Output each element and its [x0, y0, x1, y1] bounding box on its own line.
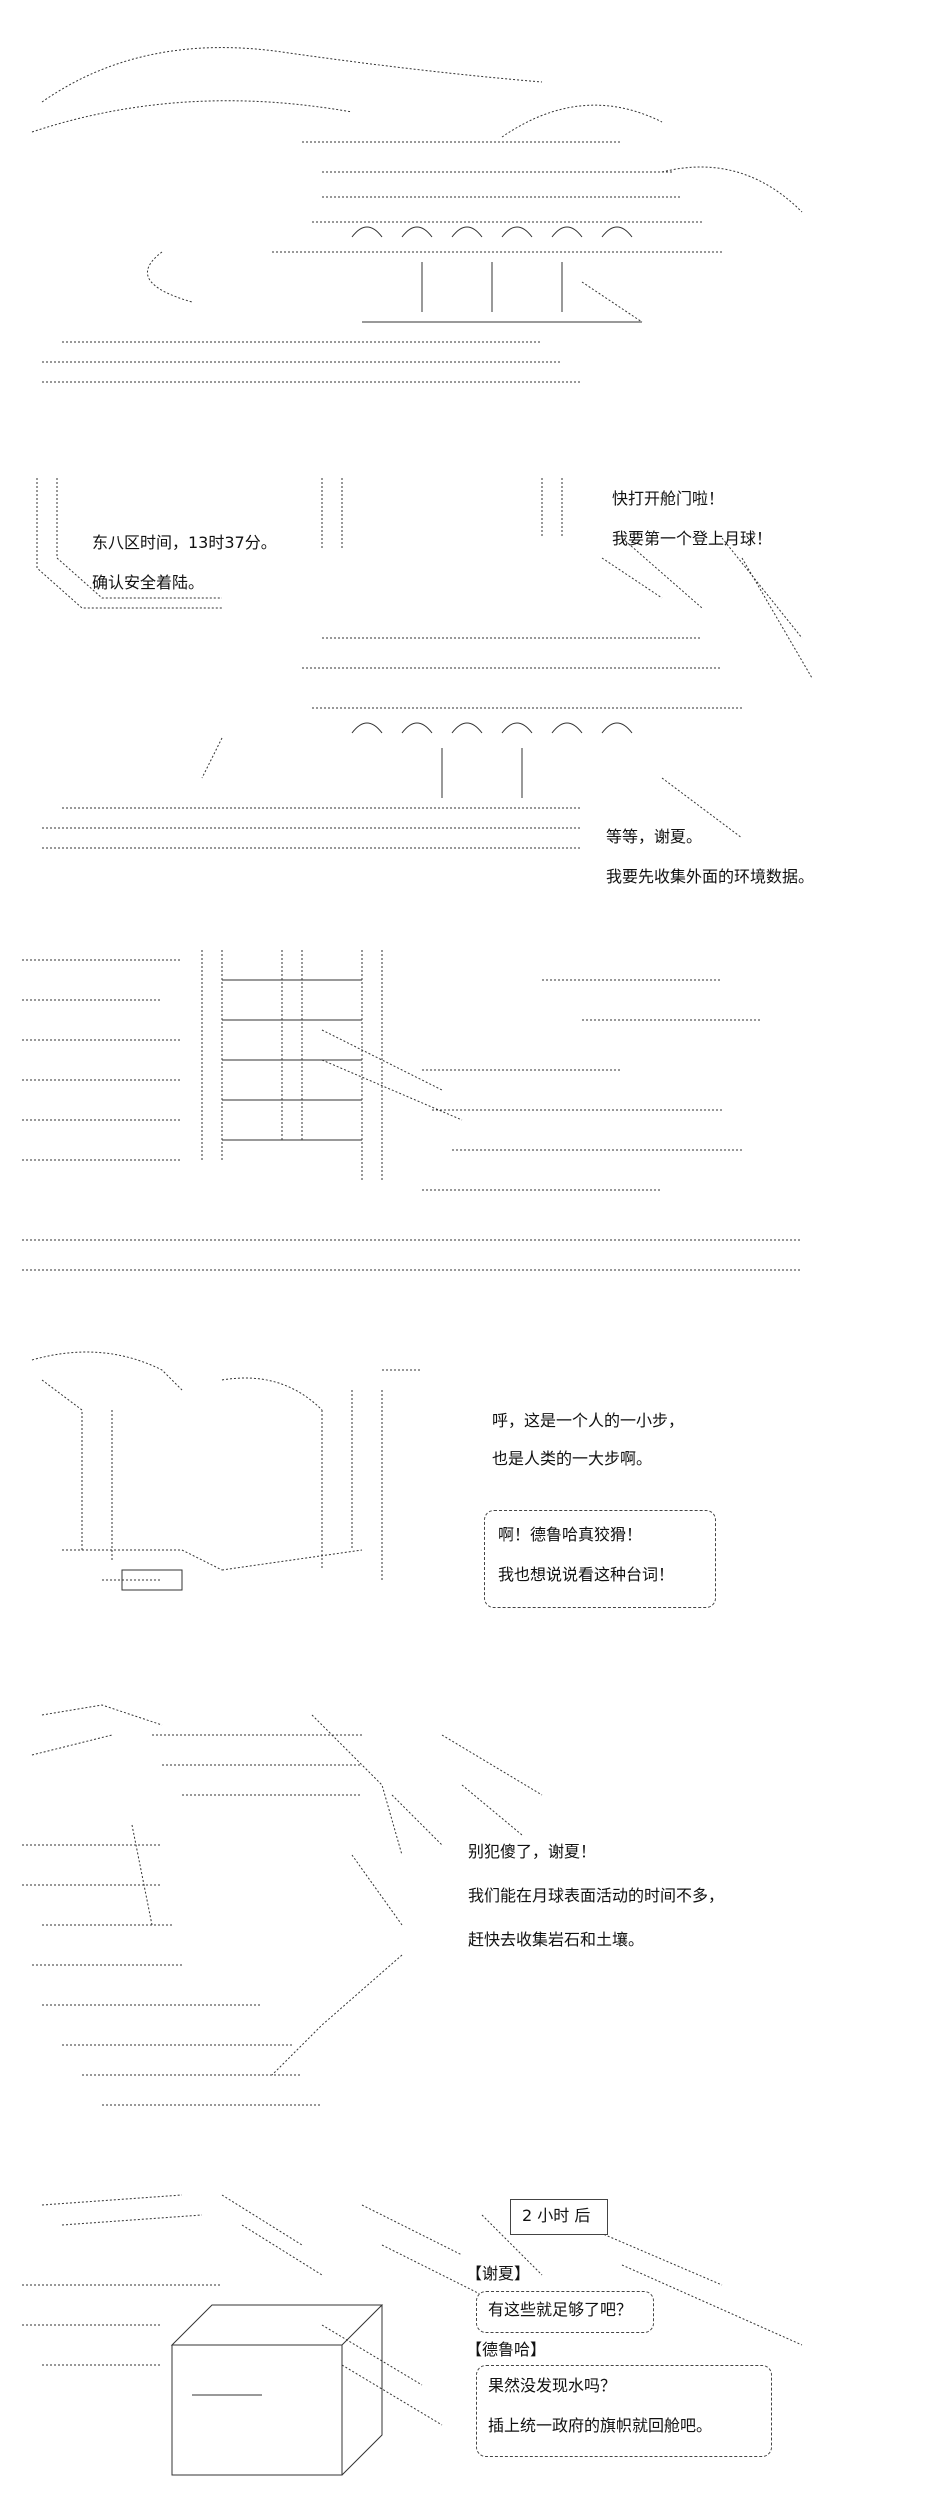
speech-bubble-enough [476, 2291, 654, 2333]
ascii-art-ladder [22, 950, 802, 1271]
ascii-art-landed-ship [36, 478, 813, 849]
panel-6-two-hours-later: 2 小时 后 【谢夏】 有这些就足够了吧？ 【德鲁哈】 果然没发现水吗？ 插上统… [22, 2185, 830, 2505]
dialogue-sly: 啊！德鲁哈真狡猾！ [498, 1525, 643, 1544]
dialogue-dont-be-silly: 别犯傻了，谢夏！ [468, 1842, 597, 1861]
speech-bubble-jealous [484, 1510, 716, 1608]
caption-landed: 确认安全着陆。 [92, 573, 205, 592]
caption-time: 东八区时间，13时37分。 [92, 533, 277, 552]
ascii-art-spaceship [31, 47, 803, 383]
caption-box-two-hours-later [510, 2199, 608, 2235]
dialogue-plant-flag: 插上统一政府的旗帜就回舱吧。 [488, 2416, 713, 2435]
caption-two-hours-later: 2 小时 后 [522, 2206, 591, 2225]
ascii-art-sample-box [22, 2194, 803, 2476]
dialogue-first-on-moon: 我要第一个登上月球！ [612, 529, 773, 548]
speaker-tag-deluha: 【德鲁哈】 [466, 2340, 547, 2359]
panel-2-landing: 东八区时间，13时37分。 确认安全着陆。 快打开舱门啦！ 我要第一个登上月球！… [22, 478, 830, 888]
ascii-art-astronaut-boot [31, 1351, 422, 1591]
panel-3-ladder [22, 940, 830, 1310]
dialogue-collect-rocks: 赶快去收集岩石和土壤。 [468, 1930, 645, 1949]
panel-4-footstep: 呼，这是一个人的一小步， 也是人类的一大步啊。 啊！德鲁哈真狡猾！ 我也想说说看… [22, 1350, 830, 1660]
speech-bubble-no-water [476, 2365, 772, 2457]
ascii-art-astronaut [22, 1704, 543, 2106]
dialogue-giant-leap: 也是人类的一大步啊。 [492, 1449, 653, 1468]
dialogue-little-time: 我们能在月球表面活动的时间不多， [468, 1886, 725, 1905]
speaker-tag-xiexia: 【谢夏】 [466, 2264, 531, 2283]
dialogue-open-hatch: 快打开舱门啦！ [612, 489, 725, 508]
dialogue-wait: 等等，谢夏。 [606, 827, 703, 846]
dialogue-no-water: 果然没发现水吗？ [488, 2376, 617, 2395]
dialogue-enough: 有这些就足够了吧？ [488, 2300, 633, 2319]
dialogue-collect-data: 我要先收集外面的环境数据。 [606, 867, 815, 886]
panel-5-collect-samples: 别犯傻了，谢夏！ 我们能在月球表面活动的时间不多， 赶快去收集岩石和土壤。 [22, 1695, 830, 2140]
dialogue-want-to-say: 我也想说说看这种台词！ [498, 1565, 675, 1584]
dialogue-one-small-step: 呼，这是一个人的一小步， [492, 1411, 685, 1430]
panel-1-spaceship [22, 22, 830, 432]
